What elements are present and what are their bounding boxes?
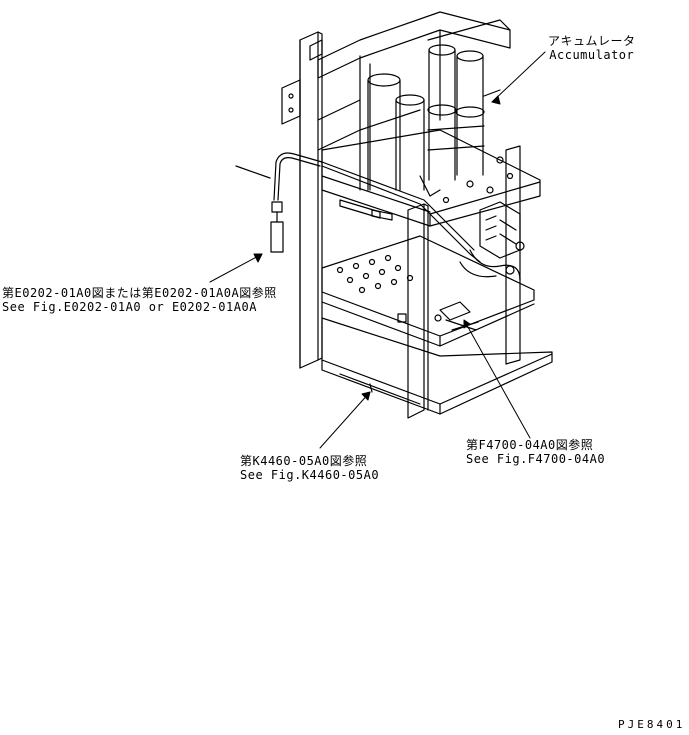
callout-accumulator-jp: アキュムレータ bbox=[548, 34, 636, 48]
side-bracket bbox=[281, 79, 301, 125]
callout-ref-e0202-jp: 第E0202-01A0図または第E0202-01A0A図参照 bbox=[2, 286, 277, 300]
callout-ref-f4700-en: See Fig.F4700-04A0 bbox=[466, 452, 606, 466]
accumulator-cylinders bbox=[367, 19, 511, 191]
callout-ref-f4700-jp: 第F4700-04A0図参照 bbox=[466, 438, 594, 452]
callout-ref-e0202-en: See Fig.E0202-01A0 or E0202-01A0A bbox=[2, 300, 257, 314]
callout-ref-k4460: 第K4460-05A0図参照 See Fig.K4460-05A0 bbox=[240, 454, 379, 482]
callout-ref-k4460-en: See Fig.K4460-05A0 bbox=[240, 468, 380, 482]
wire-harness bbox=[235, 152, 481, 263]
middle-deck bbox=[321, 129, 541, 227]
lower-shelf bbox=[321, 235, 535, 347]
valve-fittings bbox=[459, 201, 525, 281]
callout-ref-e0202: 第E0202-01A0図または第E0202-01A0A図参照 See Fig.E… bbox=[2, 286, 277, 314]
upper-cabinet bbox=[309, 11, 511, 191]
callout-accumulator-en: Accumulator bbox=[549, 48, 635, 62]
leader-lines bbox=[209, 51, 546, 449]
callout-ref-k4460-jp: 第K4460-05A0図参照 bbox=[240, 454, 368, 468]
callout-accumulator: アキュムレータ Accumulator bbox=[548, 34, 636, 62]
bottom-tray bbox=[321, 317, 553, 415]
callout-ref-f4700: 第F4700-04A0図参照 See Fig.F4700-04A0 bbox=[466, 438, 605, 466]
drawing-id: PJE8401 bbox=[618, 718, 686, 731]
